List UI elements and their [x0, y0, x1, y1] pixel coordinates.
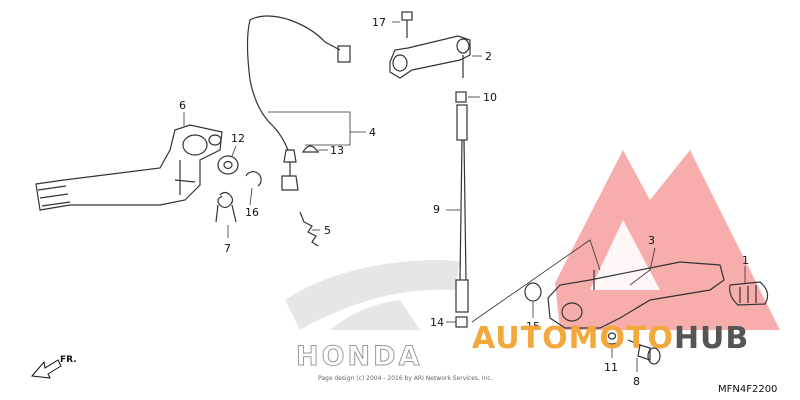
nut-10 [455, 91, 467, 103]
callout-17: 17 [372, 16, 386, 29]
diagram-code: MFN4F2200 [718, 384, 777, 395]
bolt-17 [401, 11, 413, 38]
watermark-part-auto: AUTOMOTO [472, 321, 674, 356]
callout-8: 8 [633, 375, 640, 388]
shift-arm [389, 35, 471, 79]
front-arrow-icon [31, 359, 62, 379]
callout-3: 3 [648, 234, 655, 247]
callout-9: 9 [433, 203, 440, 216]
watermark-part-hub: HUB [674, 321, 749, 356]
copyright-text: Page design (c) 2004 - 2016 by ARI Netwo… [318, 375, 493, 382]
shift-rod [455, 104, 469, 313]
cap-13 [301, 145, 320, 153]
circlip-16 [245, 171, 262, 187]
gearshift-pedal [547, 261, 725, 329]
callout-5: 5 [324, 224, 331, 237]
callout-7: 7 [224, 242, 231, 255]
callout-10: 10 [483, 91, 497, 104]
nut-14 [455, 316, 468, 328]
callout-15: 15 [526, 320, 540, 333]
leader-lines [183, 21, 746, 372]
callout-2: 2 [485, 50, 492, 63]
spring-7 [215, 191, 237, 223]
stop-switch-cable [246, 15, 351, 191]
front-direction-indicator: FR. [31, 355, 77, 379]
callout-14: 14 [430, 316, 444, 329]
honda-text: HONDA [296, 341, 422, 372]
spring-5 [299, 211, 319, 247]
callout-11: 11 [604, 361, 618, 374]
callout-4: 4 [369, 126, 376, 139]
brake-pedal [35, 124, 223, 211]
callout-13: 13 [330, 144, 344, 157]
washer-11 [602, 327, 622, 345]
bolt-8 [627, 339, 661, 365]
callout-16: 16 [245, 206, 259, 219]
callout-12: 12 [231, 132, 245, 145]
callout-6: 6 [179, 99, 186, 112]
washer-12 [217, 155, 239, 175]
automotohub-watermark: AUTOMOTOHUB [472, 321, 749, 356]
automotohub-triangle-logo [555, 150, 780, 330]
callout-1: 1 [742, 254, 749, 267]
washer-15 [524, 282, 542, 302]
front-label: FR. [60, 355, 77, 365]
pedal-rubber-1 [729, 281, 769, 306]
honda-wing-watermark: HONDA [285, 260, 460, 373]
